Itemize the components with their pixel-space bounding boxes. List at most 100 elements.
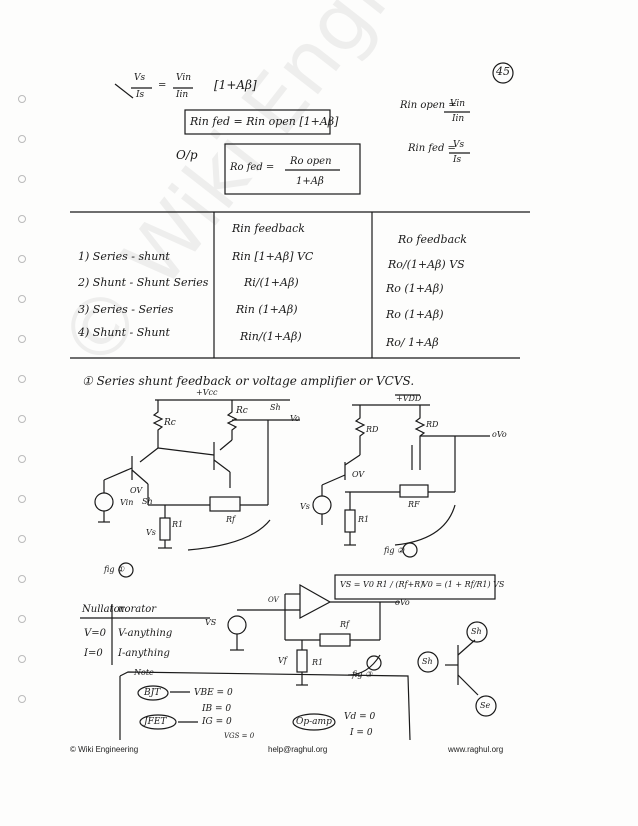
c2-rd1: RD [366, 425, 379, 434]
note-jfet: JFET [144, 717, 167, 727]
note-box [119, 671, 411, 741]
notes-row2-right: I-anything [118, 648, 170, 659]
note-jfet-v: VGS = 0 [224, 732, 255, 740]
rin-open-den: Iin [452, 114, 465, 124]
row-rin: Ri/(1+Aβ) [244, 276, 299, 289]
page-number-circle [492, 62, 514, 84]
circuit-bjt-series-shunt [94, 399, 300, 578]
note-opamp: Op-amp [296, 717, 332, 727]
binder-hole [18, 615, 26, 623]
binder-hole [18, 135, 26, 143]
row-rin: Rin [1+Aβ] VC [232, 250, 314, 263]
ratio-rhs-num: Vin [176, 73, 192, 83]
notes-header-right: norator [118, 604, 157, 615]
rin-open-num: Vin [450, 99, 466, 109]
page-number: 45 [496, 65, 510, 78]
notes-row1-right: V-anything [118, 628, 173, 639]
footer-left: © Wiki Engineering [70, 745, 139, 754]
section-title: ① Series shunt feedback or voltage ampli… [82, 374, 415, 388]
c1-vs: Vs [146, 528, 156, 537]
slash-mark [114, 83, 134, 99]
row-label: 3) Series - Series [78, 303, 174, 316]
binder-hole [18, 375, 26, 383]
transistor-sh-mid: Sh [422, 657, 433, 666]
circuit-jfet-series-shunt [312, 404, 490, 558]
transistor-sh-top: Sh [471, 627, 482, 636]
opamp-rf: Rf [340, 620, 349, 629]
transistor-se: Se [480, 701, 491, 710]
c1-vo: Vo [290, 414, 300, 423]
c2-vo: oVo [492, 430, 507, 439]
col-ro-header: Ro feedback [398, 233, 467, 246]
c1-vcc: +Vcc [196, 388, 218, 397]
row-label: 2) Shunt - Shunt Series [78, 276, 209, 289]
binder-hole [18, 175, 26, 183]
ratio-factor: [1+Aβ] [214, 78, 257, 92]
rin-fed-num: Vs [453, 140, 465, 150]
rin-fed-den: Is [453, 155, 462, 165]
footer-center: help@raghul.org [268, 745, 328, 754]
footer-right: www.raghul.org [448, 745, 504, 754]
ratio-lhs-den: Is [136, 90, 145, 100]
c1-vin: Vin [120, 498, 134, 507]
row-rin: Rin/(1+Aβ) [240, 330, 302, 343]
c2-rf: RF [408, 500, 420, 509]
c2-vs: Vs [300, 502, 310, 511]
ratio-rhs-den: Iin [176, 90, 189, 100]
c2-ov: OV [352, 470, 365, 479]
c1-rc1: Rc [164, 418, 176, 428]
c1-sh: Sh [270, 403, 281, 412]
c1-ov: OV [130, 486, 143, 495]
opamp-fig: fig ③ [352, 670, 373, 679]
equals-sign: = [158, 80, 167, 91]
opamp-vo: oVo [395, 598, 410, 607]
row-rin: Rin (1+Aβ) [236, 303, 298, 316]
note-bjt-v: VBE = 0 [194, 688, 233, 698]
ratio-lhs-num: Vs [134, 73, 146, 83]
rin-fed-label: Rin fed = [408, 143, 456, 154]
opamp-vs: VS [205, 618, 217, 627]
binder-hole [18, 335, 26, 343]
c2-vdd: +VDD [396, 394, 422, 403]
binder-hole [18, 575, 26, 583]
binder-hole [18, 495, 26, 503]
c1-r1: R1 [172, 520, 184, 529]
opamp-vf: Vf [278, 656, 287, 665]
note-title: Note [134, 668, 154, 677]
notes-row2-left: I=0 [84, 648, 103, 659]
c1-rf: Rf [226, 515, 235, 524]
rin-open-label: Rin open = [400, 100, 457, 111]
row-label: 4) Shunt - Shunt [78, 326, 170, 339]
row-ro: Ro/ 1+Aβ [386, 336, 439, 349]
ro-fed-num: Ro open [290, 156, 332, 167]
output-label: O/p [176, 148, 198, 162]
opamp-r1: R1 [312, 658, 324, 667]
binder-hole [18, 455, 26, 463]
row-label: 1) Series - shunt [78, 250, 170, 263]
rin-fed-equation: Rin fed = Rin open [1+Aβ] [190, 115, 339, 128]
rin-fed-box [184, 109, 331, 135]
transistor-symbol [417, 621, 497, 717]
opamp-eq2: V0 = (1 + Rf/R1) VS [422, 580, 505, 589]
c2-rd2: RD [426, 420, 439, 429]
c1-fig: fig ① [104, 565, 125, 574]
row-ro: Ro/(1+Aβ) VS [388, 258, 465, 271]
row-ro: Ro (1+Aβ) [386, 308, 444, 321]
binder-hole [18, 255, 26, 263]
row-ro: Ro (1+Aβ) [386, 282, 444, 295]
binder-hole [18, 695, 26, 703]
binder-hole [18, 295, 26, 303]
circuit-opamp-series-shunt [227, 574, 496, 686]
binder-hole [18, 535, 26, 543]
notes-header-left: Nullator [82, 604, 125, 615]
binder-hole [18, 415, 26, 423]
c2-fig: fig ② [384, 546, 405, 555]
c1-rc2: Rc [236, 406, 248, 416]
c2-r1: R1 [358, 515, 370, 524]
opamp-eq1: VS = V0 R1 / (Rf+R) [340, 580, 424, 589]
note-bjt-i: IB = 0 [202, 704, 232, 714]
notes-row1-left: V=0 [84, 628, 106, 639]
binder-hole [18, 95, 26, 103]
